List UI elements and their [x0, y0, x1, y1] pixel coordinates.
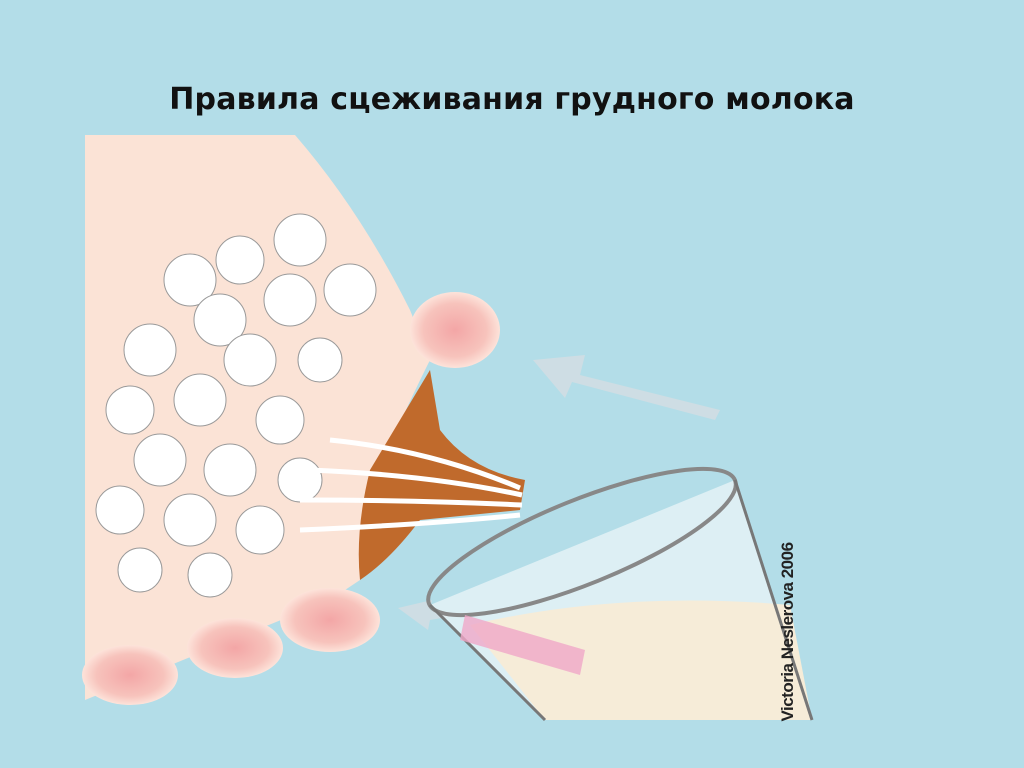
fingertip	[82, 645, 178, 705]
fingertip	[280, 588, 380, 652]
push-arrow-icon	[533, 355, 720, 420]
illustration-credit: Victoria Neslerova 2006	[778, 542, 797, 722]
areola	[358, 370, 525, 580]
milk-ducts	[299, 437, 523, 533]
milk-gland-lobes	[95, 213, 377, 598]
thumb-fingertip	[410, 292, 500, 368]
fingertip	[187, 618, 283, 678]
glass-icon	[426, 466, 814, 722]
slide-title: Правила сцеживания грудного молока	[169, 82, 855, 117]
push-arrow-icon	[398, 600, 460, 630]
